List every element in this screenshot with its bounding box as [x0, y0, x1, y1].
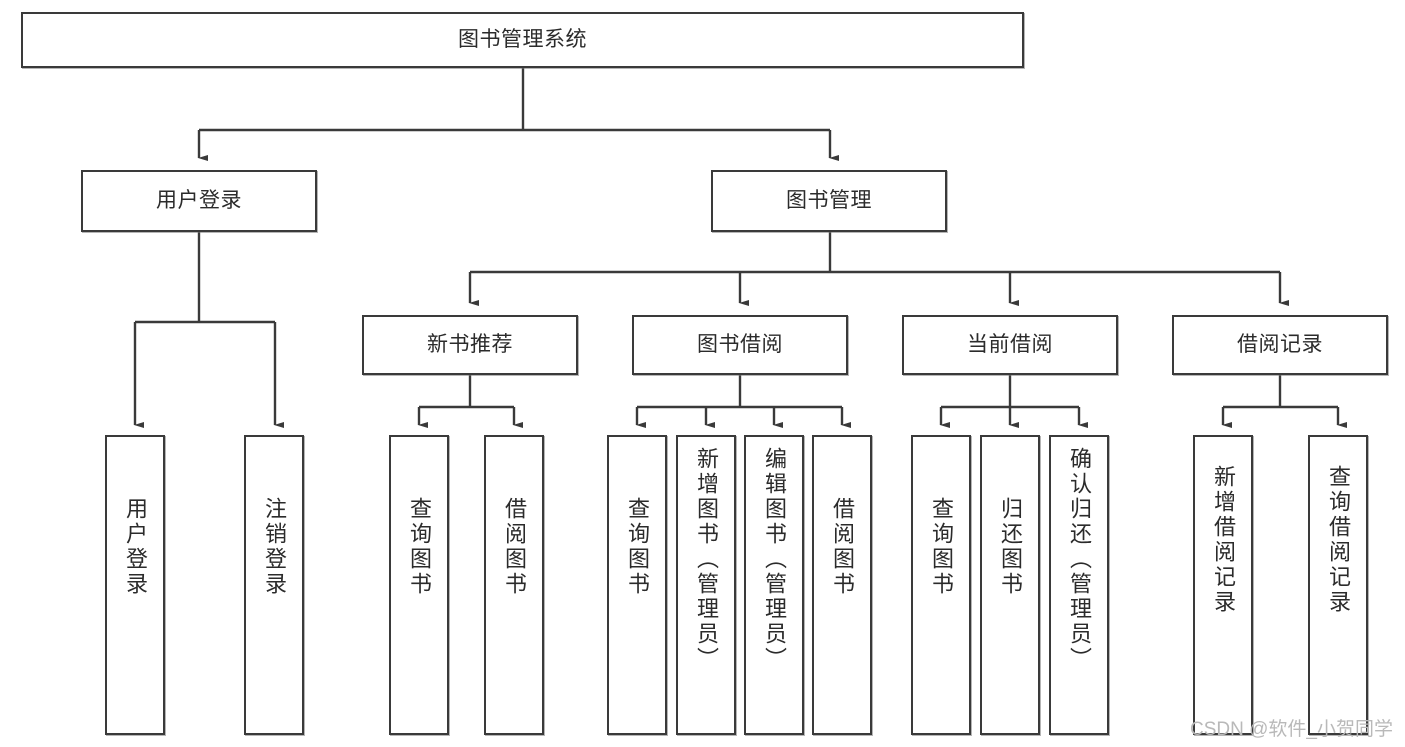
node-leaf-borrow-book-1-label: 借阅图书: [502, 497, 527, 597]
node-leaf-borrow-book-1[interactable]: 借阅图书: [484, 435, 544, 735]
node-leaf-borrow-book-2[interactable]: 借阅图书: [812, 435, 872, 735]
node-book-manage-label: 图书管理: [786, 188, 872, 212]
node-current-borrow-label: 当前借阅: [967, 332, 1053, 356]
node-borrow-record[interactable]: 借阅记录: [1172, 315, 1388, 375]
node-leaf-borrow-book-2-label: 借阅图书: [830, 497, 855, 597]
node-new-book-rec-label: 新书推荐: [427, 332, 513, 356]
node-new-book-rec[interactable]: 新书推荐: [362, 315, 578, 375]
node-root-label: 图书管理系统: [458, 27, 587, 51]
node-leaf-query-record-label: 查询借阅记录: [1326, 465, 1351, 615]
node-leaf-user-login-label: 用户登录: [123, 497, 148, 597]
node-book-borrow-label: 图书借阅: [697, 332, 783, 356]
node-leaf-confirm-return[interactable]: 确认归还（管理员）: [1049, 435, 1109, 735]
node-leaf-query-record[interactable]: 查询借阅记录: [1308, 435, 1368, 735]
node-leaf-user-logout-label: 注销登录: [262, 497, 287, 597]
node-leaf-return-book-label: 归还图书: [998, 497, 1023, 597]
node-leaf-confirm-return-label: 确认归还（管理员）: [1067, 447, 1092, 672]
node-leaf-return-book[interactable]: 归还图书: [980, 435, 1040, 735]
node-leaf-query-book-1-label: 查询图书: [407, 497, 432, 597]
node-current-borrow[interactable]: 当前借阅: [902, 315, 1118, 375]
node-leaf-add-book[interactable]: 新增图书（管理员）: [676, 435, 736, 735]
node-leaf-add-record-label: 新增借阅记录: [1211, 465, 1236, 615]
node-leaf-add-book-label: 新增图书（管理员）: [694, 447, 719, 672]
node-leaf-user-login[interactable]: 用户登录: [105, 435, 165, 735]
node-book-borrow[interactable]: 图书借阅: [632, 315, 848, 375]
node-root[interactable]: 图书管理系统: [21, 12, 1024, 68]
node-book-manage[interactable]: 图书管理: [711, 170, 947, 232]
node-leaf-query-book-2[interactable]: 查询图书: [607, 435, 667, 735]
node-leaf-query-book-3-label: 查询图书: [929, 497, 954, 597]
csdn-watermark: CSDN @软件_小贺同学: [1190, 719, 1393, 740]
node-leaf-query-book-1[interactable]: 查询图书: [389, 435, 449, 735]
node-user-login-label: 用户登录: [156, 188, 242, 212]
node-leaf-add-record[interactable]: 新增借阅记录: [1193, 435, 1253, 735]
node-user-login[interactable]: 用户登录: [81, 170, 317, 232]
node-borrow-record-label: 借阅记录: [1237, 332, 1323, 356]
node-leaf-query-book-3[interactable]: 查询图书: [911, 435, 971, 735]
node-leaf-edit-book-label: 编辑图书（管理员）: [762, 447, 787, 672]
node-leaf-user-logout[interactable]: 注销登录: [244, 435, 304, 735]
node-leaf-edit-book[interactable]: 编辑图书（管理员）: [744, 435, 804, 735]
node-leaf-query-book-2-label: 查询图书: [625, 497, 650, 597]
